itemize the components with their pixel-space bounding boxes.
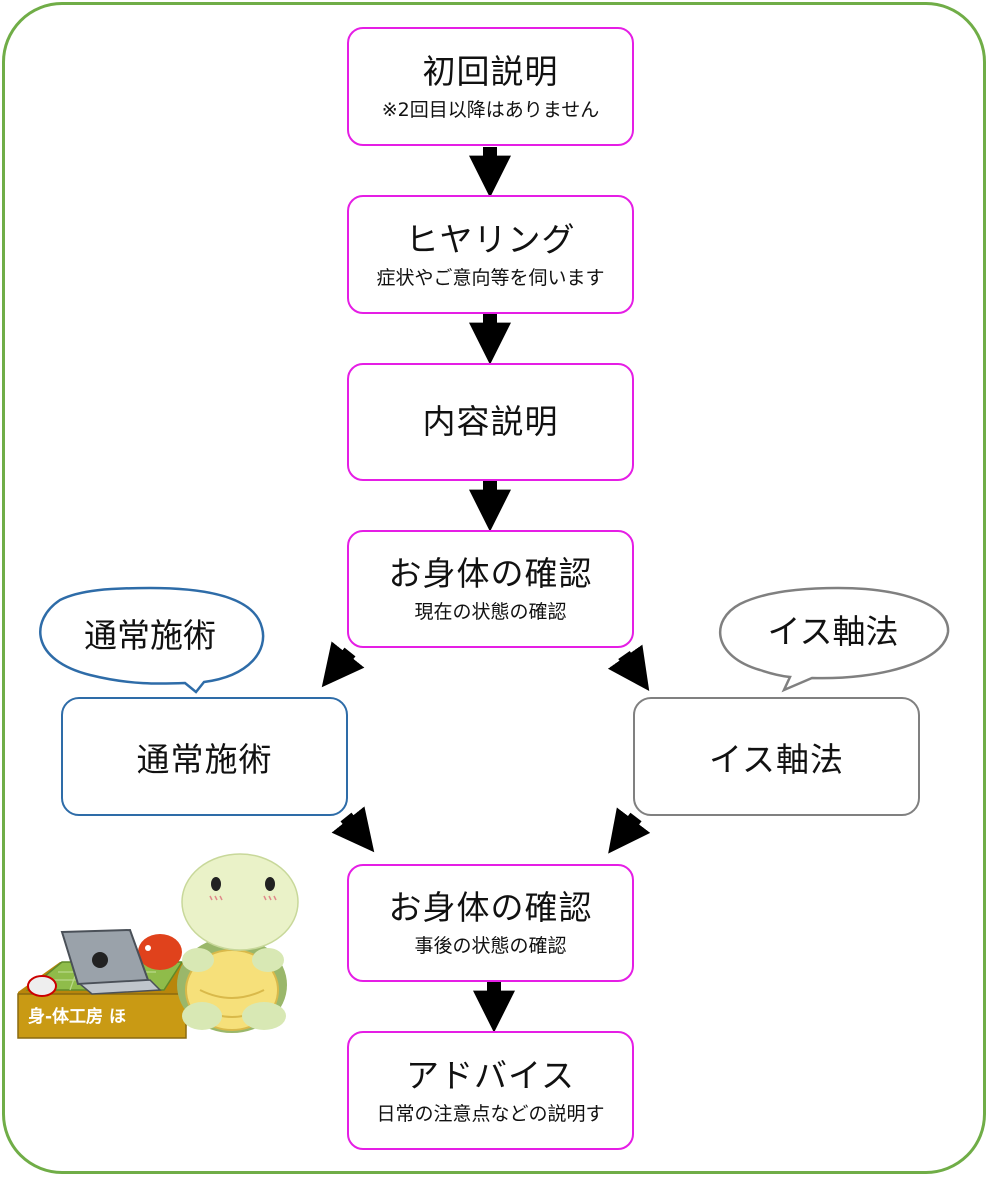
step-subtitle: 日常の注意点などの説明す xyxy=(376,1102,605,1125)
step-title: 内容説明 xyxy=(422,402,559,442)
step-body-check-before: お身体の確認 現在の状態の確認 xyxy=(347,530,634,648)
arrow-right-merge xyxy=(608,807,651,854)
arrow-to-left xyxy=(321,641,365,688)
bubble-left-text: 通常施術 xyxy=(84,616,216,655)
step-title: アドバイス xyxy=(405,1055,575,1095)
step-title: ヒヤリング xyxy=(405,219,576,259)
step-subtitle: ※2回目以降はありません xyxy=(381,98,600,121)
bubble-left xyxy=(39,586,265,694)
step-subtitle: 現在の状態の確認 xyxy=(414,601,567,624)
step-body-check-after: お身体の確認 事後の状態の確認 xyxy=(347,864,634,982)
sign-text: 身-体工房 ほ xyxy=(28,1006,126,1027)
branch-chair-axis-method: イス軸法 xyxy=(633,697,920,816)
branch-normal-treatment: 通常施術 xyxy=(61,697,348,816)
step-subtitle: 事後の状態の確認 xyxy=(414,935,567,958)
step-initial-explanation: 初回説明 ※2回目以降はありません xyxy=(347,27,634,146)
arrow-to-right xyxy=(607,644,650,692)
step-hearing: ヒヤリング 症状やご意向等を伺います xyxy=(347,195,634,314)
step-title: お身体の確認 xyxy=(388,888,593,928)
bubble-right xyxy=(718,586,950,693)
step-title: お身体の確認 xyxy=(388,554,593,594)
arrow-left-merge xyxy=(331,806,375,853)
step-advice: アドバイス 日常の注意点などの説明す xyxy=(347,1031,634,1150)
bubble-right-text: イス軸法 xyxy=(767,612,899,651)
mascot-illustration xyxy=(17,853,299,1039)
step-title: 初回説明 xyxy=(422,51,559,91)
step-content-explanation: 内容説明 xyxy=(347,363,634,481)
step-subtitle: 症状やご意向等を伺います xyxy=(376,266,605,289)
